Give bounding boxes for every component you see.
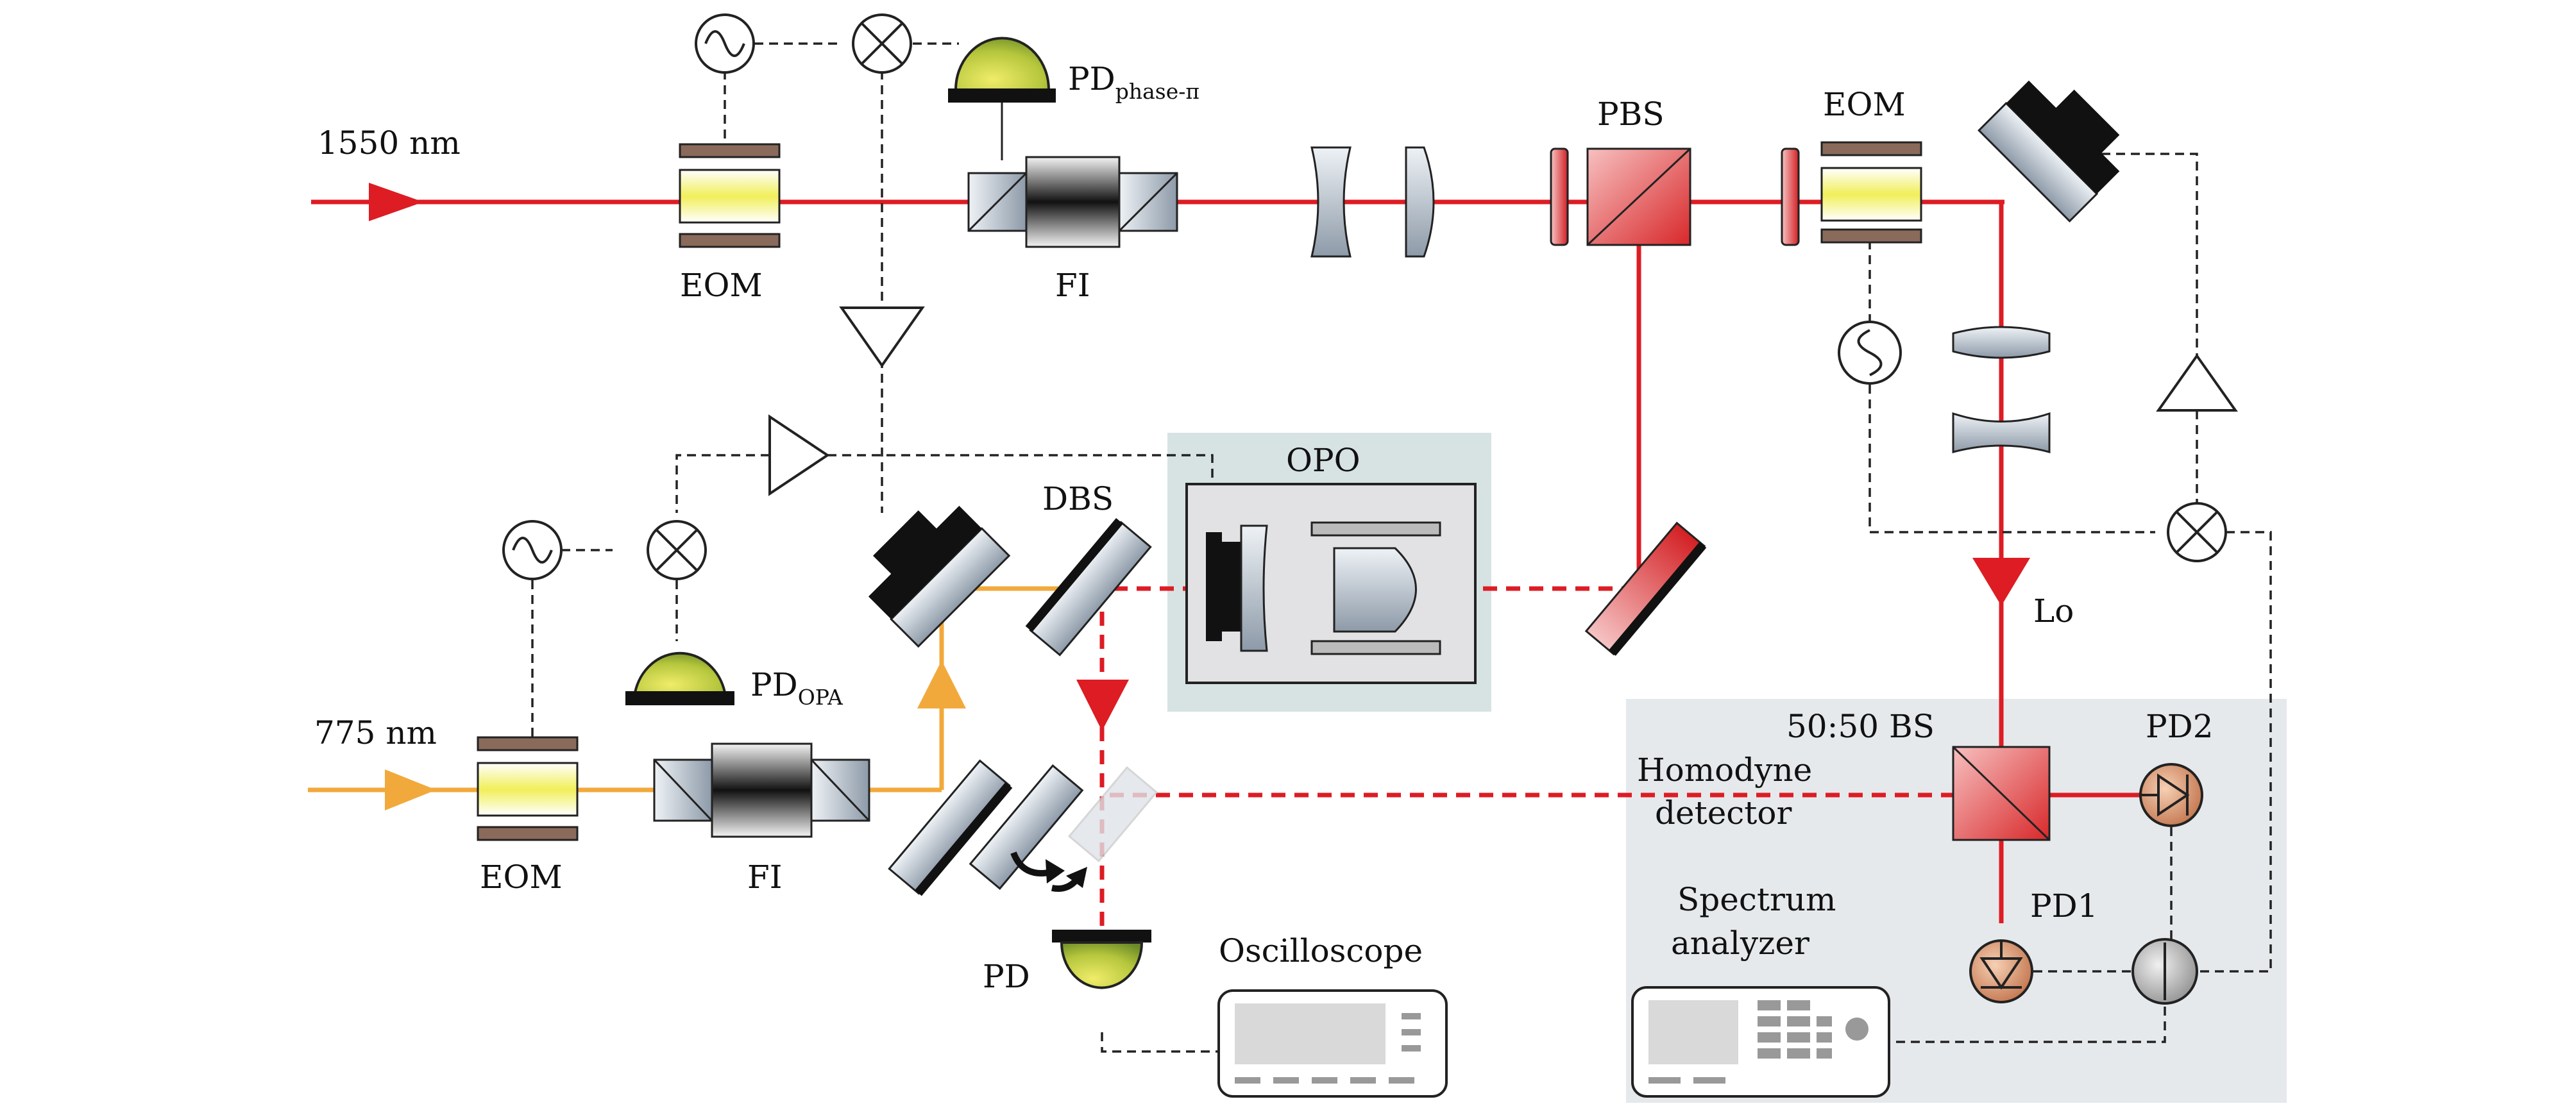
- label-lo: Lo: [2033, 592, 2074, 630]
- mixer-icon: [2167, 502, 2227, 562]
- sine-generator-icon: [502, 520, 563, 580]
- waveplate-1: [1550, 147, 1569, 246]
- opo-electrode-top: [1310, 521, 1441, 537]
- beam-arrow-icon: [1972, 558, 2030, 606]
- convex-lens-right: [1952, 326, 2051, 359]
- label-dbs: DBS: [1042, 480, 1114, 517]
- waveplate-2: [1781, 147, 1800, 246]
- label-oscilloscope: Oscilloscope: [1219, 932, 1423, 969]
- opo-crystal: [1333, 547, 1417, 633]
- mirror-bottom-2: [969, 764, 1084, 891]
- faraday-isolator-top: [967, 156, 1178, 248]
- beam-splitter-cube: [1952, 746, 2051, 841]
- piezo-mirror-left: [868, 505, 1011, 648]
- beam-arrow-icon: [1046, 859, 1065, 884]
- mirror-red: [1584, 521, 1707, 656]
- spectrum-analyzer-device: [1631, 986, 1890, 1098]
- mixer-icon: [852, 13, 912, 74]
- label-homodyne-2: detector: [1655, 794, 1792, 832]
- label-homodyne-1: Homodyne: [1637, 751, 1812, 789]
- beam-arrow-icon: [1076, 680, 1129, 731]
- label-pd-phase: PDphase-π: [1068, 60, 1199, 104]
- piezo-mirror-top-right: [1978, 80, 2120, 222]
- opo-electrode-bottom: [1310, 640, 1441, 655]
- label-spectrum-1: Spectrum: [1677, 881, 1836, 918]
- label-pbs: PBS: [1597, 96, 1665, 133]
- label-opo: OPO: [1286, 442, 1360, 479]
- photodiode-pd2: [2139, 763, 2203, 827]
- eom-right: [1820, 141, 1922, 244]
- label-fi-bottom: FI: [747, 859, 782, 896]
- beam-arrow-icon: [369, 183, 423, 221]
- concave-lens-right: [1952, 412, 2051, 453]
- mixer-icon: [647, 520, 707, 580]
- label-fi-top: FI: [1055, 267, 1090, 304]
- convex-lens-top: [1405, 146, 1435, 258]
- label-bs: 50:50 BS: [1786, 708, 1935, 745]
- sine-generator-icon: [695, 13, 755, 74]
- mirror-bottom-3: [1067, 766, 1158, 863]
- amplifier-icon: [768, 414, 830, 496]
- amplifier-icon: [839, 306, 925, 368]
- label-775: 775 nm: [314, 714, 437, 751]
- mirror-bottom-1: [888, 759, 1013, 896]
- subtractor-icon: [2131, 938, 2198, 1005]
- oscilloscope-device: [1217, 989, 1448, 1098]
- opo-piezo-mirror: [1206, 524, 1268, 652]
- label-pd: PD: [983, 958, 1030, 995]
- eom-bottom: [477, 736, 579, 841]
- concave-lens-top: [1310, 146, 1352, 258]
- faraday-isolator-bottom: [653, 742, 870, 838]
- label-pd1: PD1: [2030, 887, 2098, 925]
- pbs-cube: [1586, 147, 1691, 246]
- photodiode-icon: [625, 651, 734, 705]
- photodiode-pd1: [1969, 939, 2033, 1003]
- beam-arrow-icon: [1066, 867, 1087, 888]
- sine-generator-icon: [1838, 321, 1902, 385]
- beam-arrow-icon: [917, 660, 966, 708]
- photodiode-icon: [948, 37, 1056, 160]
- beam-arrow-icon: [385, 769, 436, 810]
- label-eom-top: EOM: [680, 267, 763, 304]
- photodiode-icon: [1052, 930, 1151, 989]
- label-eom-bottom: EOM: [480, 859, 563, 896]
- label-pd2: PD2: [2146, 708, 2214, 745]
- label-1550: 1550 nm: [318, 124, 461, 162]
- eom-top: [679, 143, 781, 248]
- dbs-mirror: [1025, 518, 1152, 657]
- label-pd-opa: PDOPA: [750, 666, 843, 710]
- label-spectrum-2: analyzer: [1671, 925, 1809, 962]
- label-eom-right: EOM: [1823, 86, 1906, 123]
- amplifier-icon: [2156, 353, 2238, 412]
